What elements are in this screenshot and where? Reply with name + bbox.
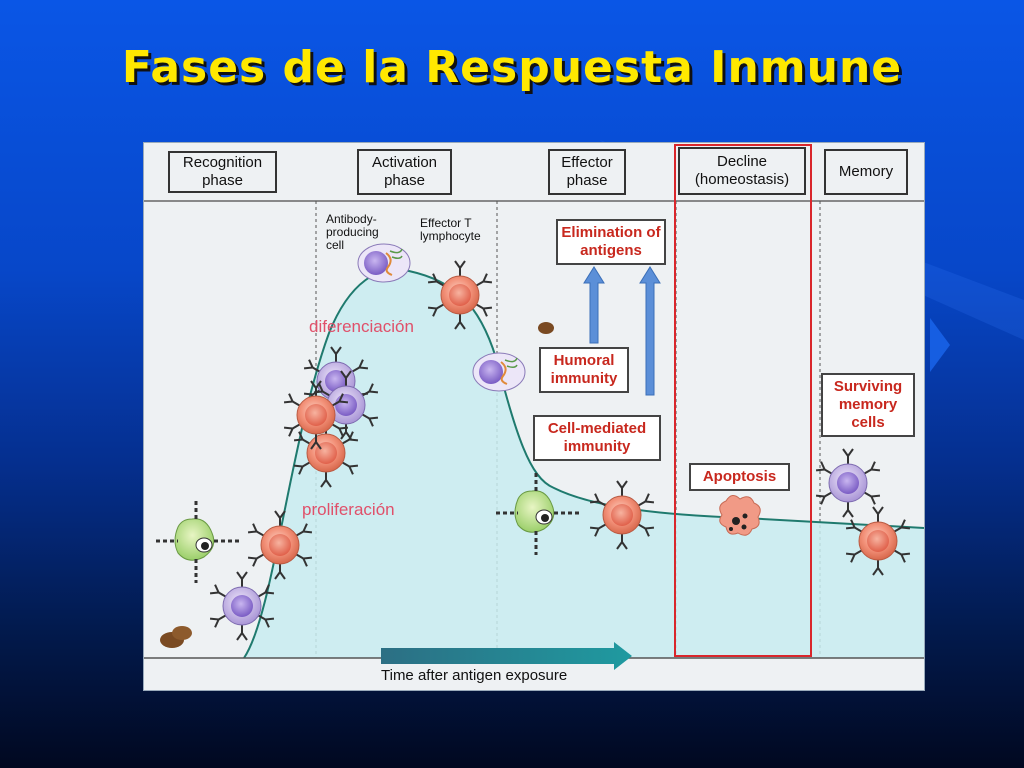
time-arrow bbox=[381, 642, 632, 670]
effector-t-label: Effector T lymphocyte bbox=[420, 216, 481, 243]
surviving-memory-cells-box: Surviving memory cells bbox=[821, 373, 915, 437]
decline-phase-label: Decline (homeostasis) bbox=[678, 147, 806, 195]
diferenciacion-label: diferenciación bbox=[309, 317, 414, 336]
activation-phase-label: Activation phase bbox=[357, 149, 452, 195]
response-curve-fill bbox=[244, 269, 924, 658]
recognition-phase-label: Recognition phase bbox=[168, 151, 277, 193]
memory-phase-label: Memory bbox=[824, 149, 908, 195]
proliferacion-label: proliferación bbox=[302, 500, 395, 519]
effector-phase-label: Effector phase bbox=[548, 149, 626, 195]
decline-highlight-box bbox=[674, 144, 812, 657]
antigen-icon bbox=[538, 322, 554, 334]
elimination-arrows bbox=[583, 266, 661, 396]
apoptotic-cell-icon bbox=[719, 495, 761, 536]
plasma-cell-icon bbox=[472, 352, 526, 392]
antigen-presenting-cell-icon bbox=[154, 499, 242, 585]
x-axis-label: Time after antigen exposure bbox=[381, 667, 568, 684]
immune-response-figure: Recognition phase Activation phase Effec… bbox=[143, 142, 925, 691]
antigen-icon bbox=[160, 626, 192, 648]
antibody-producing-label: Antibody-producing cell bbox=[326, 212, 379, 252]
humoral-immunity-box: Humoral immunity bbox=[539, 347, 629, 393]
elimination-box: Elimination of antigens bbox=[556, 219, 666, 265]
cell-mediated-immunity-box: Cell-mediated immunity bbox=[533, 415, 661, 461]
slide-title: Fases de la Respuesta Inmune bbox=[121, 42, 903, 93]
memory-b-cell-icon bbox=[816, 449, 880, 517]
apoptosis-box: Apoptosis bbox=[689, 463, 790, 491]
